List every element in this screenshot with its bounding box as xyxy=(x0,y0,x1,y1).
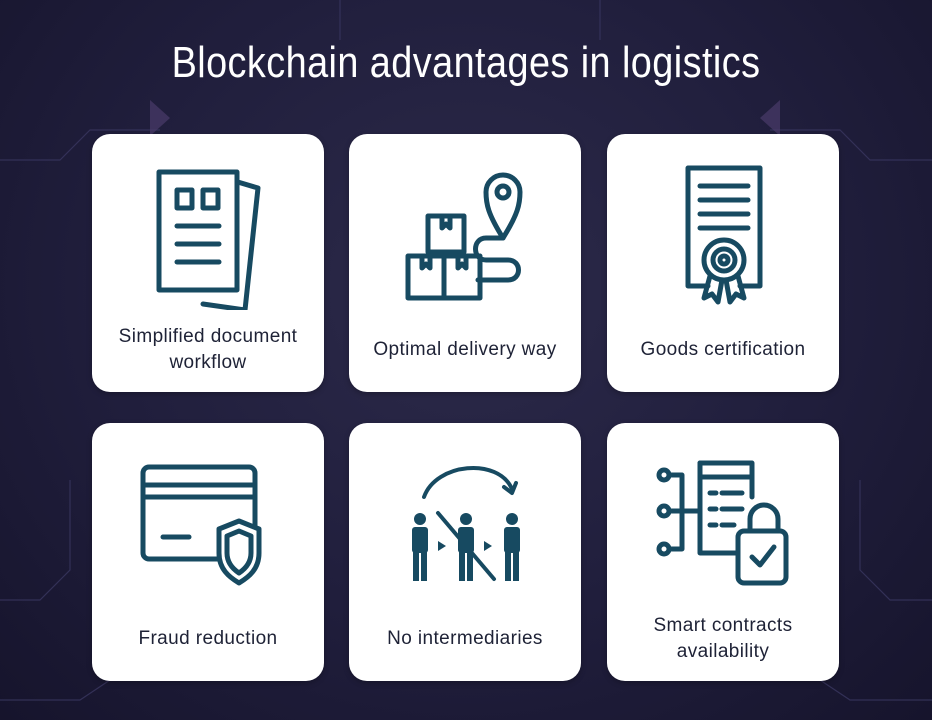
boxes-route-pin-icon xyxy=(405,172,523,301)
card-label: Smart contracts availability xyxy=(653,615,793,662)
certificate-icon xyxy=(685,165,763,305)
card-no-intermediaries: No intermediaries xyxy=(349,423,581,681)
card-optimal-delivery-way: Optimal delivery way xyxy=(349,134,581,392)
card-label: Optimal delivery way xyxy=(373,339,557,360)
card-label: Fraud reduction xyxy=(138,628,278,649)
card-fraud-reduction: Fraud reduction xyxy=(92,423,324,681)
card-smart-contracts-availability: Smart contracts availability xyxy=(607,423,839,681)
card-label: Goods certification xyxy=(640,339,806,360)
card-label: No intermediaries xyxy=(387,628,543,649)
card-goods-certification: Goods certification xyxy=(607,134,839,392)
card-shield-icon xyxy=(140,464,262,586)
people-arrow-icon xyxy=(412,466,520,581)
documents-icon xyxy=(156,169,261,310)
page-title: Blockchain advantages in logistics xyxy=(171,38,761,87)
card-simplified-document-workflow: Simplified document workflow xyxy=(92,134,324,392)
card-label: Simplified document workflow xyxy=(118,326,298,373)
contract-lock-icon xyxy=(656,460,789,586)
